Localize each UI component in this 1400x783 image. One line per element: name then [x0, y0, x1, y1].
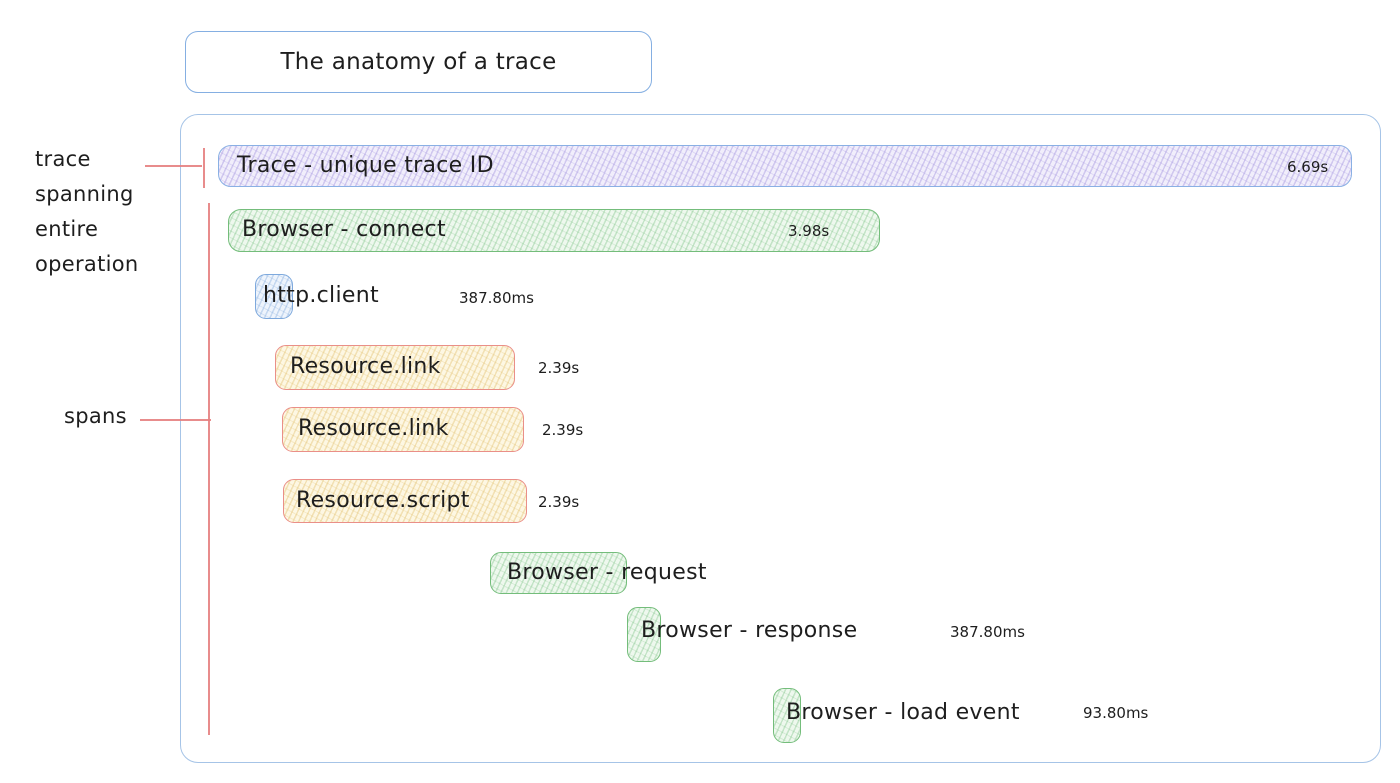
span-bar-browser-response [627, 607, 661, 662]
span-label-browser-response: Browser - response [641, 618, 858, 643]
span-label-browser-request: Browser - request [507, 560, 707, 585]
span-duration-trace-root: 6.69s [1287, 158, 1329, 176]
span-label-resource-link-1: Resource.link [290, 354, 441, 379]
span-bar-resource-script [283, 479, 527, 523]
span-duration-http-client: 387.80ms [459, 289, 534, 307]
span-label-trace-root: Trace - unique trace ID [237, 153, 494, 178]
span-bar-browser-request [490, 552, 627, 594]
span-duration-browser-response: 387.80ms [950, 623, 1025, 641]
annotation-spans: spans [64, 404, 127, 428]
span-bar-browser-load-event [773, 688, 801, 743]
span-duration-resource-script: 2.39s [538, 493, 580, 511]
span-duration-browser-load-event: 93.80ms [1083, 704, 1149, 722]
span-label-browser-load-event: Browser - load event [786, 700, 1020, 725]
span-bar-resource-link-1 [275, 345, 515, 390]
span-duration-resource-link-2: 2.39s [542, 421, 584, 439]
diagram-title: The anatomy of a trace [280, 49, 557, 75]
connector-line-spans-horizontal [140, 419, 211, 421]
span-duration-browser-connect: 3.98s [788, 222, 830, 240]
span-label-resource-script: Resource.script [296, 488, 470, 513]
span-bar-trace-root [218, 145, 1352, 187]
span-bar-http-client [255, 274, 293, 319]
span-bar-browser-connect [228, 209, 880, 252]
connector-line-spans-vertical [208, 203, 210, 735]
title-box: The anatomy of a trace [185, 31, 652, 93]
span-label-resource-link-2: Resource.link [298, 416, 449, 441]
span-bar-resource-link-2 [282, 407, 524, 452]
span-duration-resource-link-1: 2.39s [538, 359, 580, 377]
annotation-trace-spanning: trace spanning entire operation [35, 147, 139, 276]
connector-line-trace-tick [203, 148, 205, 188]
connector-line-trace-horizontal [145, 165, 202, 167]
span-label-browser-connect: Browser - connect [242, 217, 446, 242]
span-label-http-client: http.client [263, 283, 379, 308]
